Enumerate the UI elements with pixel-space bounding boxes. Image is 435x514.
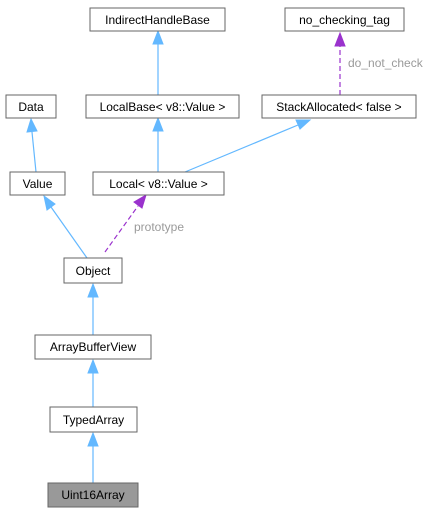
edge-uint16array-to-typedarray: [87, 431, 99, 483]
edge-value-to-data: [26, 117, 38, 173]
edge-typedarray-to-arraybufferview: [87, 358, 99, 407]
node-no-checking-tag[interactable]: no_checking_tag: [284, 7, 405, 32]
node-value[interactable]: Value: [9, 171, 66, 196]
node-label-typedarray: TypedArray: [63, 413, 124, 427]
node-label-value: Value: [23, 177, 53, 191]
edge-arraybufferview-to-object: [87, 282, 99, 335]
edge-stackallocated-to-nochecking: [334, 31, 346, 95]
node-label-object: Object: [76, 264, 111, 278]
node-data[interactable]: Data: [5, 94, 57, 119]
edge-label-do-not-check: do_not_check: [348, 56, 424, 70]
node-indirecthandlebase[interactable]: IndirectHandleBase: [89, 7, 226, 32]
node-typedarray[interactable]: TypedArray: [49, 406, 138, 433]
node-label-indirecthandlebase: IndirectHandleBase: [105, 13, 210, 27]
edge-local-to-stackallocated: [184, 119, 312, 173]
node-stackallocated[interactable]: StackAllocated< false >: [261, 94, 417, 119]
node-label-stackallocated: StackAllocated< false >: [276, 100, 401, 114]
node-object[interactable]: Object: [63, 257, 123, 284]
node-arraybufferview[interactable]: ArrayBufferView: [34, 334, 152, 360]
edge-localbase-to-indirecthandlebase: [152, 29, 164, 95]
edge-object-to-local: [104, 193, 147, 253]
edge-object-to-value: [43, 194, 88, 259]
node-label-uint16array: Uint16Array: [61, 488, 124, 502]
node-label-local: Local< v8::Value >: [109, 177, 208, 191]
node-label-arraybufferview: ArrayBufferView: [50, 340, 137, 354]
node-uint16array[interactable]: Uint16Array: [47, 482, 139, 508]
node-local[interactable]: Local< v8::Value >: [92, 171, 225, 196]
edge-local-to-localbase: [152, 116, 164, 172]
edge-label-prototype: prototype: [134, 220, 184, 234]
node-localbase[interactable]: LocalBase< v8::Value >: [85, 94, 240, 119]
node-label-no-checking-tag: no_checking_tag: [299, 13, 390, 27]
node-label-data: Data: [18, 100, 44, 114]
node-label-localbase: LocalBase< v8::Value >: [100, 100, 226, 114]
